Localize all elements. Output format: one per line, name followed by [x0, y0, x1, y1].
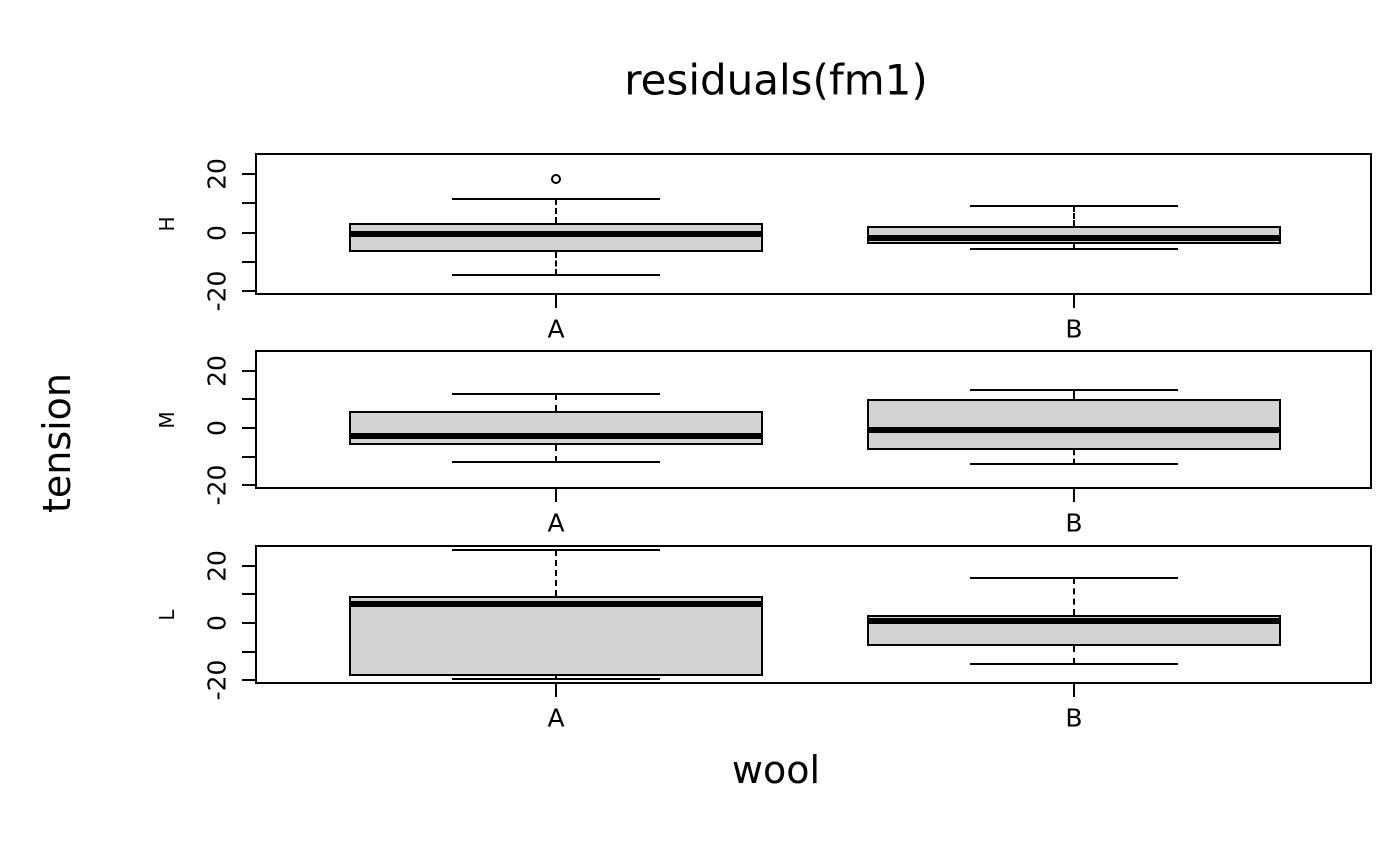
- y-tick: [242, 621, 255, 624]
- y-axis-title: tension: [35, 372, 79, 514]
- y-tick: [242, 426, 255, 429]
- median-line: [351, 231, 761, 238]
- y-tick: [242, 260, 255, 263]
- outlier-point: [551, 173, 561, 184]
- box: [349, 410, 763, 446]
- y-tick: [242, 650, 255, 653]
- y-tick-label: -20: [202, 464, 232, 506]
- y-tick: [242, 290, 255, 293]
- median-line: [351, 433, 761, 440]
- y-tick: [242, 369, 255, 372]
- panel-label: H: [155, 216, 179, 232]
- x-tick-label: A: [547, 703, 565, 733]
- whisker-line-lower: [555, 445, 557, 463]
- whisker-line-upper: [1073, 390, 1075, 399]
- whisker-line-upper: [555, 550, 557, 596]
- y-tick: [242, 679, 255, 682]
- x-tick: [555, 684, 557, 697]
- whisker-cap: [970, 463, 1178, 466]
- median-line: [351, 601, 761, 608]
- whisker-cap: [970, 248, 1178, 251]
- whisker-line-lower: [1073, 646, 1075, 664]
- y-tick-label: 20: [202, 354, 232, 387]
- x-tick-label: A: [547, 508, 565, 538]
- x-tick-label: B: [1065, 314, 1083, 344]
- whisker-cap: [452, 274, 660, 277]
- y-tick-label: 0: [202, 419, 232, 436]
- x-tick: [555, 489, 557, 502]
- whisker-line-lower: [555, 675, 557, 679]
- whisker-cap: [452, 461, 660, 464]
- box: [349, 595, 763, 676]
- y-tick: [242, 202, 255, 205]
- y-tick: [242, 398, 255, 401]
- box: [867, 398, 1281, 451]
- whisker-cap: [970, 204, 1178, 207]
- whisker-cap: [970, 662, 1178, 665]
- x-tick-label: B: [1065, 508, 1083, 538]
- whisker-cap: [970, 389, 1178, 392]
- whisker-line-lower: [1073, 243, 1075, 250]
- y-tick: [242, 484, 255, 487]
- x-tick: [1073, 489, 1075, 502]
- y-tick: [242, 173, 255, 176]
- y-tick: [242, 593, 255, 596]
- x-tick: [1073, 684, 1075, 697]
- whisker-cap: [452, 392, 660, 395]
- panel-label: M: [155, 410, 179, 429]
- y-tick: [242, 455, 255, 458]
- chart-title: residuals(fm1): [624, 55, 928, 105]
- x-tick-label: B: [1065, 703, 1083, 733]
- y-tick-label: -20: [202, 270, 232, 312]
- median-line: [869, 617, 1279, 624]
- x-tick-label: A: [547, 314, 565, 344]
- y-tick-label: 0: [202, 224, 232, 241]
- x-tick: [1073, 295, 1075, 308]
- whisker-cap: [970, 576, 1178, 579]
- whisker-line-upper: [555, 199, 557, 223]
- whisker-line-upper: [1073, 577, 1075, 615]
- y-tick: [242, 564, 255, 567]
- whisker-line-lower: [1073, 450, 1075, 465]
- panel-label: L: [155, 608, 179, 621]
- y-tick-label: -20: [202, 659, 232, 701]
- whisker-line-upper: [555, 393, 557, 411]
- whisker-line-upper: [1073, 205, 1075, 227]
- y-tick-label: 20: [202, 158, 232, 191]
- x-axis-title: wool: [731, 748, 821, 792]
- median-line: [869, 234, 1279, 241]
- x-tick: [555, 295, 557, 308]
- median-line: [869, 427, 1279, 434]
- whisker-cap: [452, 677, 660, 680]
- y-tick-label: 0: [202, 614, 232, 631]
- y-tick: [242, 231, 255, 234]
- whisker-line-lower: [555, 251, 557, 276]
- whisker-cap: [452, 549, 660, 552]
- y-tick-label: 20: [202, 549, 232, 582]
- whisker-cap: [452, 198, 660, 201]
